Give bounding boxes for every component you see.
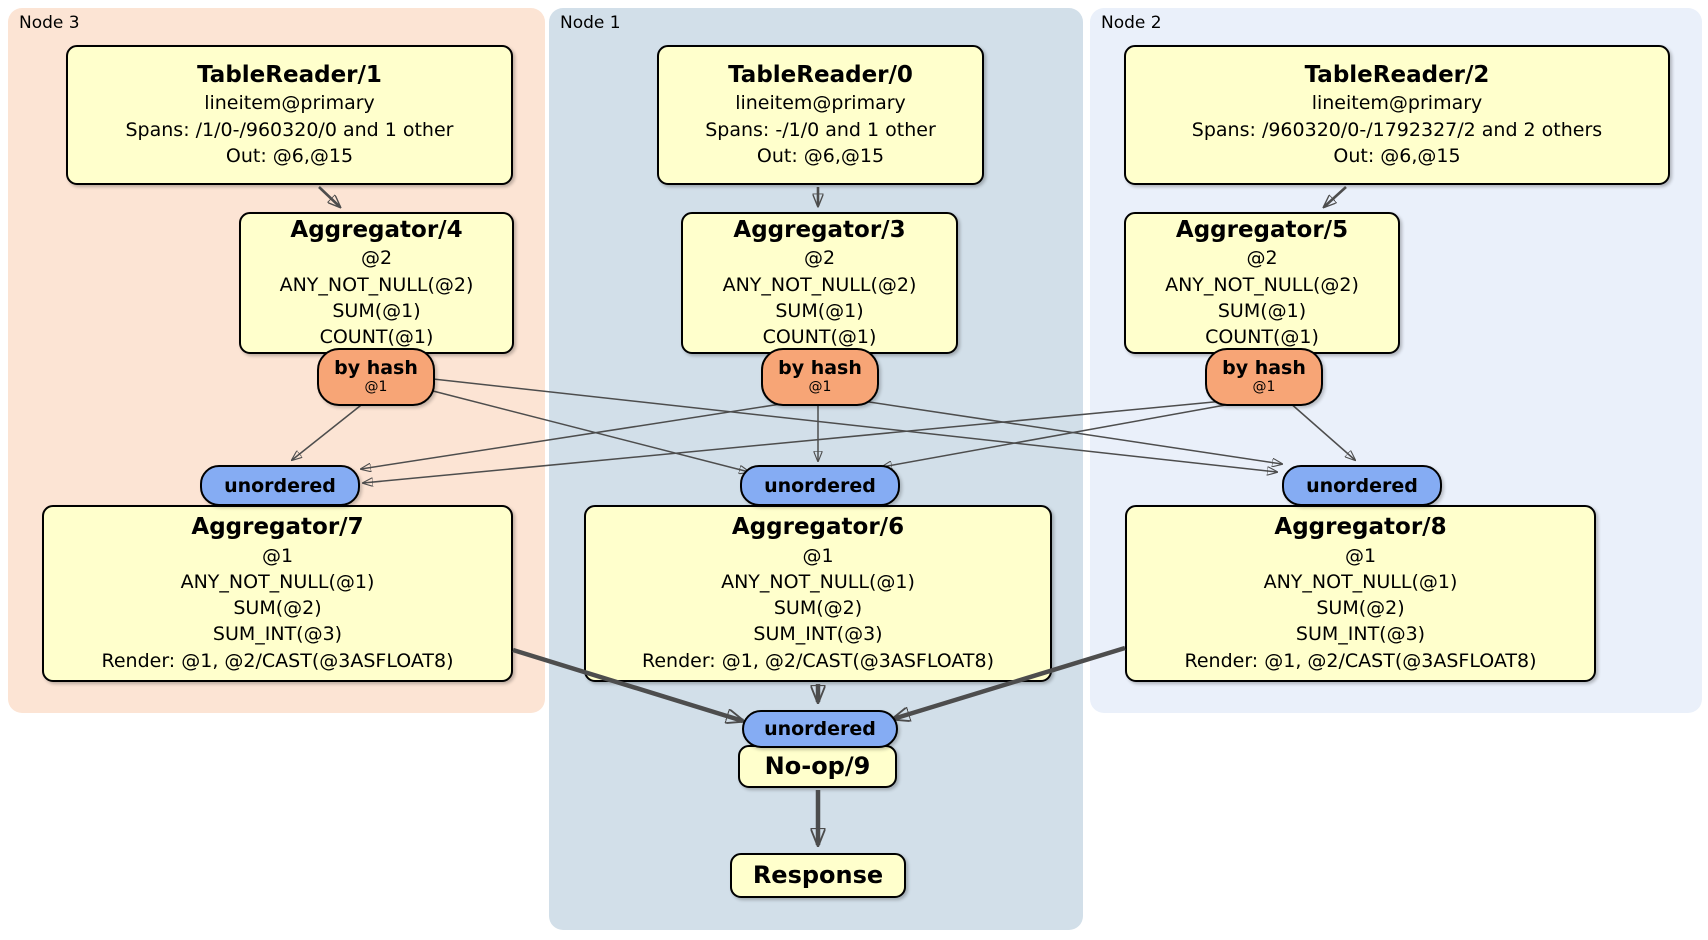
processor-detail: SUM(@1) [775, 299, 864, 322]
processor-aggregator-4: Aggregator/4 @2 ANY_NOT_NULL(@2) SUM(@1)… [239, 212, 514, 354]
region-node-2-label: Node 2 [1101, 13, 1162, 33]
stream-unordered-node3: unordered [200, 465, 360, 506]
processor-detail: Spans: -/1/0 and 1 other [705, 118, 936, 141]
processor-title: Aggregator/8 [1274, 514, 1447, 541]
processor-detail: ANY_NOT_NULL(@1) [1263, 570, 1458, 593]
processor-detail: Out: @6,@15 [756, 144, 885, 167]
processor-title: No-op/9 [764, 752, 871, 781]
processor-aggregator-5: Aggregator/5 @2 ANY_NOT_NULL(@2) SUM(@1)… [1124, 212, 1400, 354]
processor-tablereader-2: TableReader/2 lineitem@primary Spans: /9… [1124, 45, 1670, 185]
processor-title: Aggregator/7 [191, 514, 364, 541]
processor-detail: ANY_NOT_NULL(@2) [279, 273, 474, 296]
processor-detail: SUM(@1) [332, 299, 421, 322]
router-detail: @1 [808, 378, 832, 395]
processor-detail: lineitem@primary [1311, 92, 1483, 115]
stream-unordered-final: unordered [742, 710, 898, 748]
processor-detail: Spans: /1/0-/960320/0 and 1 other [125, 118, 454, 141]
processor-detail: ANY_NOT_NULL(@1) [180, 570, 375, 593]
processor-detail: SUM_INT(@3) [1295, 623, 1426, 646]
processor-detail: SUM_INT(@3) [753, 623, 883, 646]
processor-detail: Out: @6,@15 [1333, 144, 1461, 167]
processor-title: Aggregator/6 [731, 514, 905, 541]
processor-detail: ANY_NOT_NULL(@2) [722, 273, 917, 296]
processor-detail: SUM_INT(@3) [212, 623, 343, 646]
processor-detail: lineitem@primary [735, 92, 906, 115]
processor-detail: Render: @1, @2/CAST(@3ASFLOAT8) [101, 649, 454, 672]
processor-aggregator-7: Aggregator/7 @1 ANY_NOT_NULL(@1) SUM(@2)… [42, 505, 513, 682]
processor-detail: @1 [802, 544, 834, 567]
processor-noop-9: No-op/9 [738, 745, 897, 788]
router-label: by hash [778, 356, 862, 379]
stream-unordered-node1: unordered [740, 465, 900, 506]
processor-detail: SUM(@1) [1217, 299, 1307, 322]
router-detail: @1 [1252, 378, 1276, 395]
region-node-3-label: Node 3 [19, 13, 80, 33]
router-by-hash-node1: by hash @1 [761, 348, 879, 406]
router-label: by hash [1222, 356, 1306, 379]
processor-title: Aggregator/3 [733, 216, 906, 243]
processor-detail: COUNT(@1) [762, 325, 877, 348]
stream-unordered-node2: unordered [1282, 465, 1442, 506]
processor-aggregator-6: Aggregator/6 @1 ANY_NOT_NULL(@1) SUM(@2)… [584, 505, 1052, 682]
processor-tablereader-1: TableReader/1 lineitem@primary Spans: /1… [66, 45, 513, 185]
processor-aggregator-8: Aggregator/8 @1 ANY_NOT_NULL(@1) SUM(@2)… [1125, 505, 1596, 682]
processor-detail: @1 [1344, 544, 1377, 567]
region-node-1-label: Node 1 [560, 13, 621, 33]
processor-title: TableReader/0 [728, 61, 913, 88]
processor-detail: SUM(@2) [773, 597, 863, 620]
processor-detail: @2 [360, 247, 393, 270]
stream-label: unordered [764, 474, 876, 497]
processor-detail: COUNT(@1) [1205, 325, 1319, 348]
processor-detail: SUM(@2) [1316, 597, 1405, 620]
stream-label: unordered [1306, 474, 1418, 497]
processor-title: TableReader/2 [1304, 61, 1490, 88]
processor-title: Aggregator/4 [290, 216, 463, 243]
processor-title: Aggregator/5 [1175, 216, 1349, 243]
stream-label: unordered [224, 474, 336, 497]
router-detail: @1 [364, 378, 388, 395]
processor-title: Response [752, 861, 884, 890]
processor-detail: Render: @1, @2/CAST(@3ASFLOAT8) [1184, 649, 1537, 672]
router-by-hash-node2: by hash @1 [1205, 348, 1323, 406]
processor-detail: ANY_NOT_NULL(@2) [1165, 273, 1359, 296]
processor-detail: @2 [1246, 247, 1278, 270]
processor-title: TableReader/1 [197, 61, 382, 88]
processor-detail: Spans: /960320/0-/1792327/2 and 2 others [1191, 118, 1603, 141]
processor-detail: @2 [803, 247, 836, 270]
processor-detail: @1 [261, 544, 294, 567]
processor-response: Response [730, 853, 906, 898]
processor-detail: lineitem@primary [204, 92, 375, 115]
processor-detail: ANY_NOT_NULL(@1) [721, 570, 915, 593]
processor-aggregator-3: Aggregator/3 @2 ANY_NOT_NULL(@2) SUM(@1)… [681, 212, 958, 354]
processor-detail: SUM(@2) [233, 597, 322, 620]
processor-tablereader-0: TableReader/0 lineitem@primary Spans: -/… [657, 45, 984, 185]
processor-detail: COUNT(@1) [319, 325, 434, 348]
router-label: by hash [334, 356, 418, 379]
processor-detail: Render: @1, @2/CAST(@3ASFLOAT8) [642, 649, 994, 672]
stream-label: unordered [764, 718, 876, 740]
processor-detail: Out: @6,@15 [225, 144, 354, 167]
router-by-hash-node3: by hash @1 [317, 348, 435, 406]
